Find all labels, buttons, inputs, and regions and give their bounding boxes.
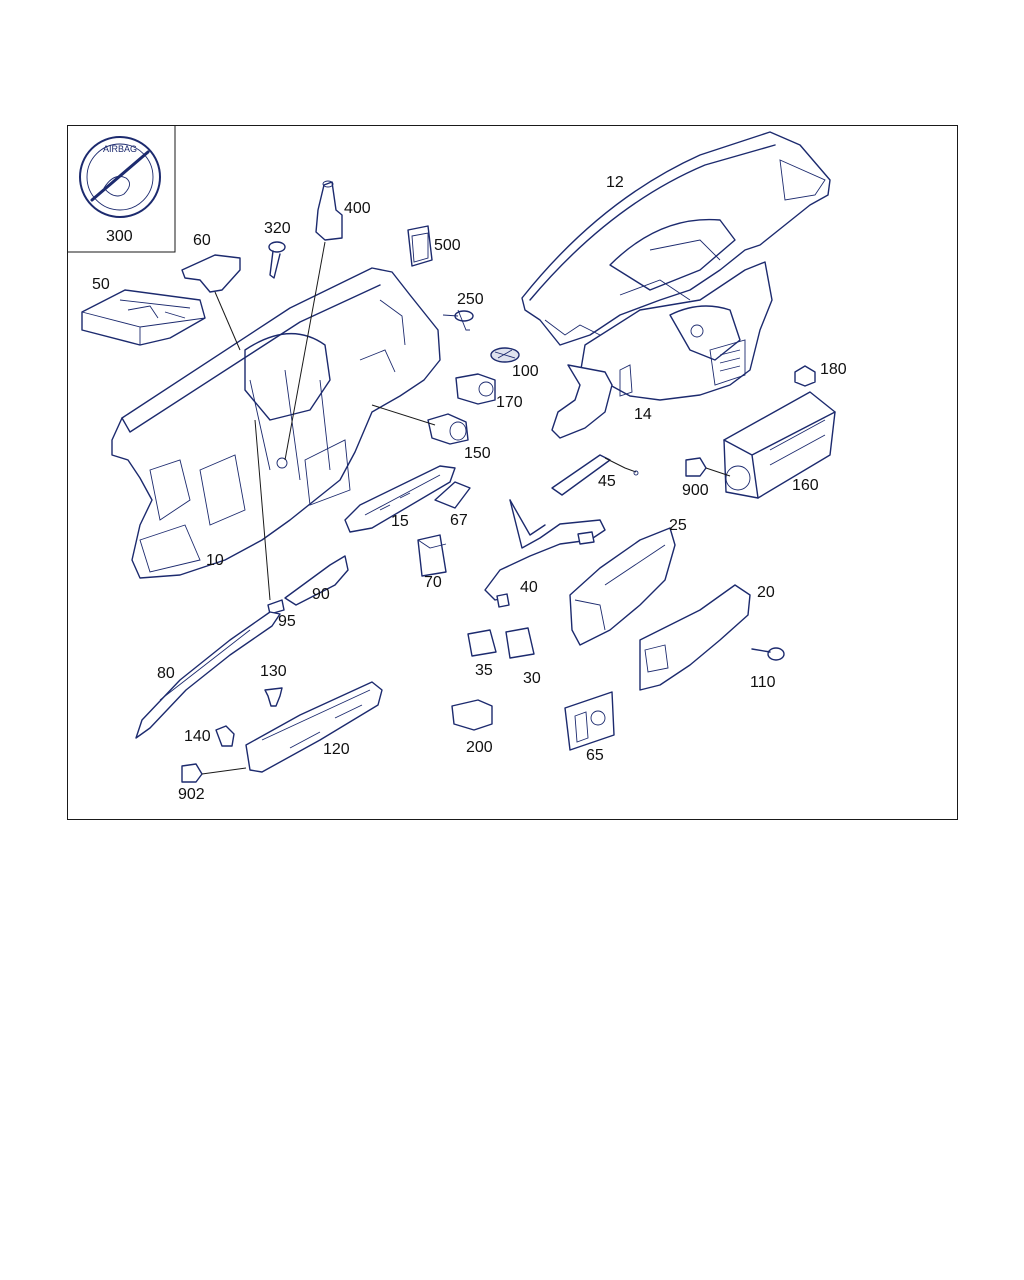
label-400: 400 (344, 200, 371, 217)
part-90-trim (284, 555, 349, 606)
part-10-dashboard-carrier (111, 267, 441, 579)
part-110-screw (751, 647, 785, 661)
label-120: 120 (323, 741, 350, 758)
label-100: 100 (512, 363, 539, 380)
part-150-lighter (427, 413, 469, 445)
part-45-rail (551, 454, 639, 496)
label-130: 130 (260, 663, 287, 680)
label-160: 160 (792, 477, 819, 494)
part-67-switch (434, 481, 471, 509)
label-30: 30 (523, 670, 541, 687)
part-40-wiring-harness (484, 499, 606, 608)
part-95-clip (267, 599, 285, 615)
diagram-frame (67, 125, 958, 820)
part-100-knob (490, 347, 520, 363)
airbag-badge-text: AIRBAG (103, 144, 137, 154)
label-15: 15 (391, 513, 409, 530)
label-500: 500 (434, 237, 461, 254)
label-300: 300 (106, 228, 133, 245)
part-120-knee-airbag (245, 681, 383, 773)
label-150: 150 (464, 445, 491, 462)
part-250-clip (442, 309, 474, 331)
part-900-connector (685, 457, 731, 477)
label-200: 200 (466, 739, 493, 756)
label-902: 902 (178, 786, 205, 803)
label-45: 45 (598, 473, 616, 490)
part-140-clip (215, 725, 235, 747)
part-180-nut (794, 365, 816, 387)
part-14-center-console (551, 261, 773, 439)
label-60: 60 (193, 232, 211, 249)
label-90: 90 (312, 586, 330, 603)
label-110: 110 (750, 674, 776, 691)
part-12-upper-dashboard (521, 131, 831, 346)
part-65-panel (564, 691, 615, 751)
label-70: 70 (424, 574, 442, 591)
label-40: 40 (520, 579, 538, 596)
label-14: 14 (634, 406, 652, 423)
part-60-cover (181, 254, 241, 293)
label-900: 900 (682, 482, 709, 499)
label-67: 67 (450, 512, 468, 529)
label-250: 250 (457, 291, 484, 308)
label-20: 20 (757, 584, 775, 601)
part-130-clip (264, 687, 283, 707)
part-500-bracket (407, 225, 433, 267)
part-170-socket (455, 373, 496, 405)
part-902-connector (181, 763, 247, 783)
label-180: 180 (820, 361, 847, 378)
part-15-trim-strip (344, 465, 456, 533)
part-80-trim-strip (135, 611, 281, 739)
label-80: 80 (157, 665, 175, 682)
inset-box-300: AIRBAG (67, 125, 176, 253)
part-70-sleeve (417, 534, 447, 577)
label-95: 95 (278, 613, 296, 630)
label-320: 320 (264, 220, 291, 237)
part-320-screw (268, 241, 286, 279)
label-12: 12 (606, 174, 624, 191)
part-30-switch (505, 627, 535, 659)
part-25-glovebox-housing (569, 527, 676, 646)
part-400-switch (315, 180, 343, 241)
label-170: 170 (496, 394, 523, 411)
part-20-glovebox-lid (639, 584, 751, 691)
part-50-control-unit (81, 289, 206, 346)
part-160-airbag-module (723, 391, 836, 499)
label-25: 25 (669, 517, 687, 534)
label-10: 10 (206, 552, 224, 569)
label-50: 50 (92, 276, 110, 293)
label-35: 35 (475, 662, 493, 679)
label-140: 140 (184, 728, 211, 745)
airbag-label-icon: AIRBAG (79, 136, 161, 218)
part-35-switch (467, 629, 497, 657)
part-200-switch (451, 699, 493, 731)
label-65: 65 (586, 747, 604, 764)
